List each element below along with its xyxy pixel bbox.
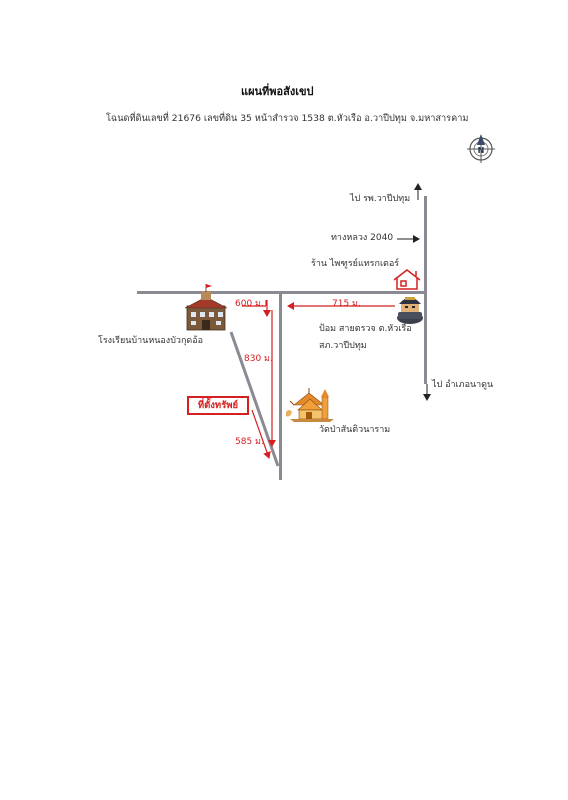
label-shop: ร้าน ไพฑูรย์แทรกเตอร์ [311, 259, 400, 269]
label-to-district: ไป อำเภอนาดูน [432, 380, 494, 390]
distance-830: 830 ม. [244, 354, 273, 364]
house-icon [393, 269, 421, 290]
compass-icon: N [467, 134, 495, 163]
distance-715: 715 ม. [332, 299, 361, 309]
property-label: ที่ตั้งทรัพย์ [187, 396, 249, 415]
label-police-station: สภ.วาปีปทุม [319, 341, 367, 351]
temple-icon [286, 388, 334, 422]
label-temple: วัดป่าสันติวนาราม [319, 425, 391, 435]
direction-arrows [397, 183, 431, 401]
school-icon [184, 284, 228, 331]
label-police: ป้อม สายตรวจ ต.หัวเรือ [319, 324, 412, 334]
police-icon [397, 297, 423, 324]
arrow-585 [251, 409, 271, 459]
compass-letter: N [478, 146, 485, 155]
label-to-hospital: ไป รพ.วาปีปทุม [350, 194, 411, 204]
label-school: โรงเรียนบ้านหนองบัวกุดอ้อ [98, 336, 204, 346]
distance-600: 600 ม. [235, 299, 264, 309]
map-title: แผนที่พอสังเขป [241, 85, 314, 98]
map-subtitle: โฉนดที่ดินเลขที่ 21676 เลขที่ดิน 35 หน้า… [106, 113, 469, 124]
distance-585: 585 ม. [235, 437, 264, 447]
label-highway: ทางหลวง 2040 [331, 233, 394, 243]
distance-arrows [242, 300, 395, 459]
